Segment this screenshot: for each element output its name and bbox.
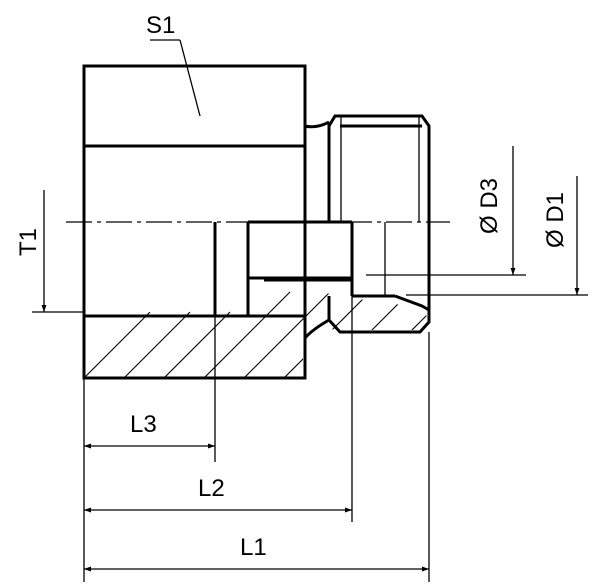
internal-bores: [82, 220, 430, 316]
l1-label: L1: [240, 534, 267, 561]
length-extension-lines: [83, 296, 430, 582]
l3-label: L3: [130, 411, 157, 438]
s1-label: S1: [146, 12, 175, 39]
d1-dimension: Ø D1: [406, 176, 588, 296]
neck-groove: [303, 120, 331, 340]
threaded-spigot: [327, 114, 431, 334]
d1-label: Ø D1: [542, 192, 569, 248]
t1-dimension: T1: [15, 190, 84, 313]
l1-dimension: L1: [84, 534, 429, 572]
s1-callout: S1: [146, 12, 201, 117]
l3-dimension: L3: [84, 411, 215, 449]
l2-dimension: L2: [84, 475, 352, 513]
d3-label: Ø D3: [476, 178, 503, 234]
l2-label: L2: [198, 475, 225, 502]
t1-label: T1: [15, 228, 42, 256]
d3-dimension: Ø D3: [366, 146, 526, 276]
